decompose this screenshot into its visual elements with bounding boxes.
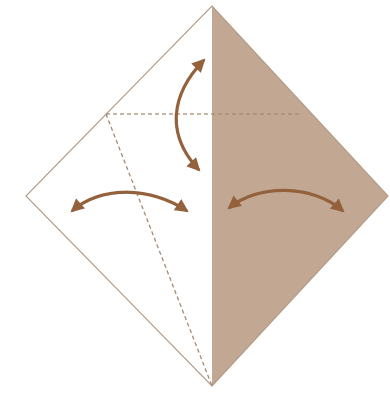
paper-colored-half bbox=[212, 6, 388, 386]
paper-white-half bbox=[26, 6, 212, 386]
